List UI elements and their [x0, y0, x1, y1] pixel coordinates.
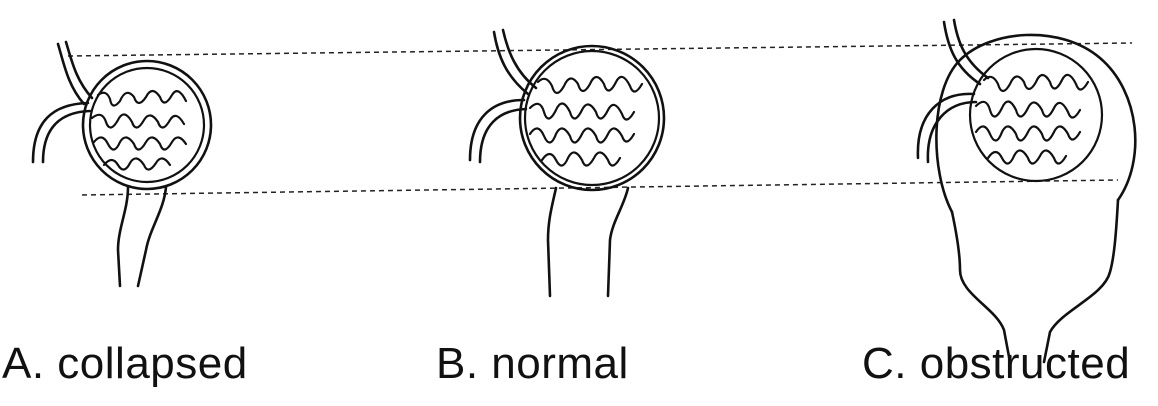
- bottom-guide-line: [82, 180, 1118, 195]
- panel-c-bowman-capsule: [936, 35, 1135, 212]
- panel-a-vessel: [66, 42, 92, 98]
- panel-b-tubule: [548, 188, 556, 296]
- panel-a-tubule: [118, 187, 128, 286]
- panel-b-capillary-loops: [530, 77, 642, 166]
- panel-a-tubule: [138, 187, 166, 286]
- panel-a-label: A. collapsed: [2, 338, 248, 390]
- panel-a-vessel: [58, 44, 84, 104]
- panel-b-tubule: [608, 188, 628, 296]
- panel-b-label: B. normal: [436, 338, 629, 390]
- panel-b-vessel: [494, 32, 528, 94]
- panel-c-vessel: [928, 102, 976, 162]
- panel-b-bowman-capsule: [520, 46, 664, 190]
- panel-b-glomerulus: [470, 30, 664, 296]
- panel-c-label: C. obstructed: [862, 338, 1130, 390]
- panel-a-glomerulus: [33, 42, 211, 286]
- panel-c-glomerulus: [918, 20, 1135, 362]
- panel-b-glomerular-tuft: [525, 51, 659, 185]
- panel-c-vessel: [954, 20, 988, 78]
- panel-a-capillary-loops: [92, 91, 186, 170]
- panel-c-capillary-loops: [976, 75, 1088, 164]
